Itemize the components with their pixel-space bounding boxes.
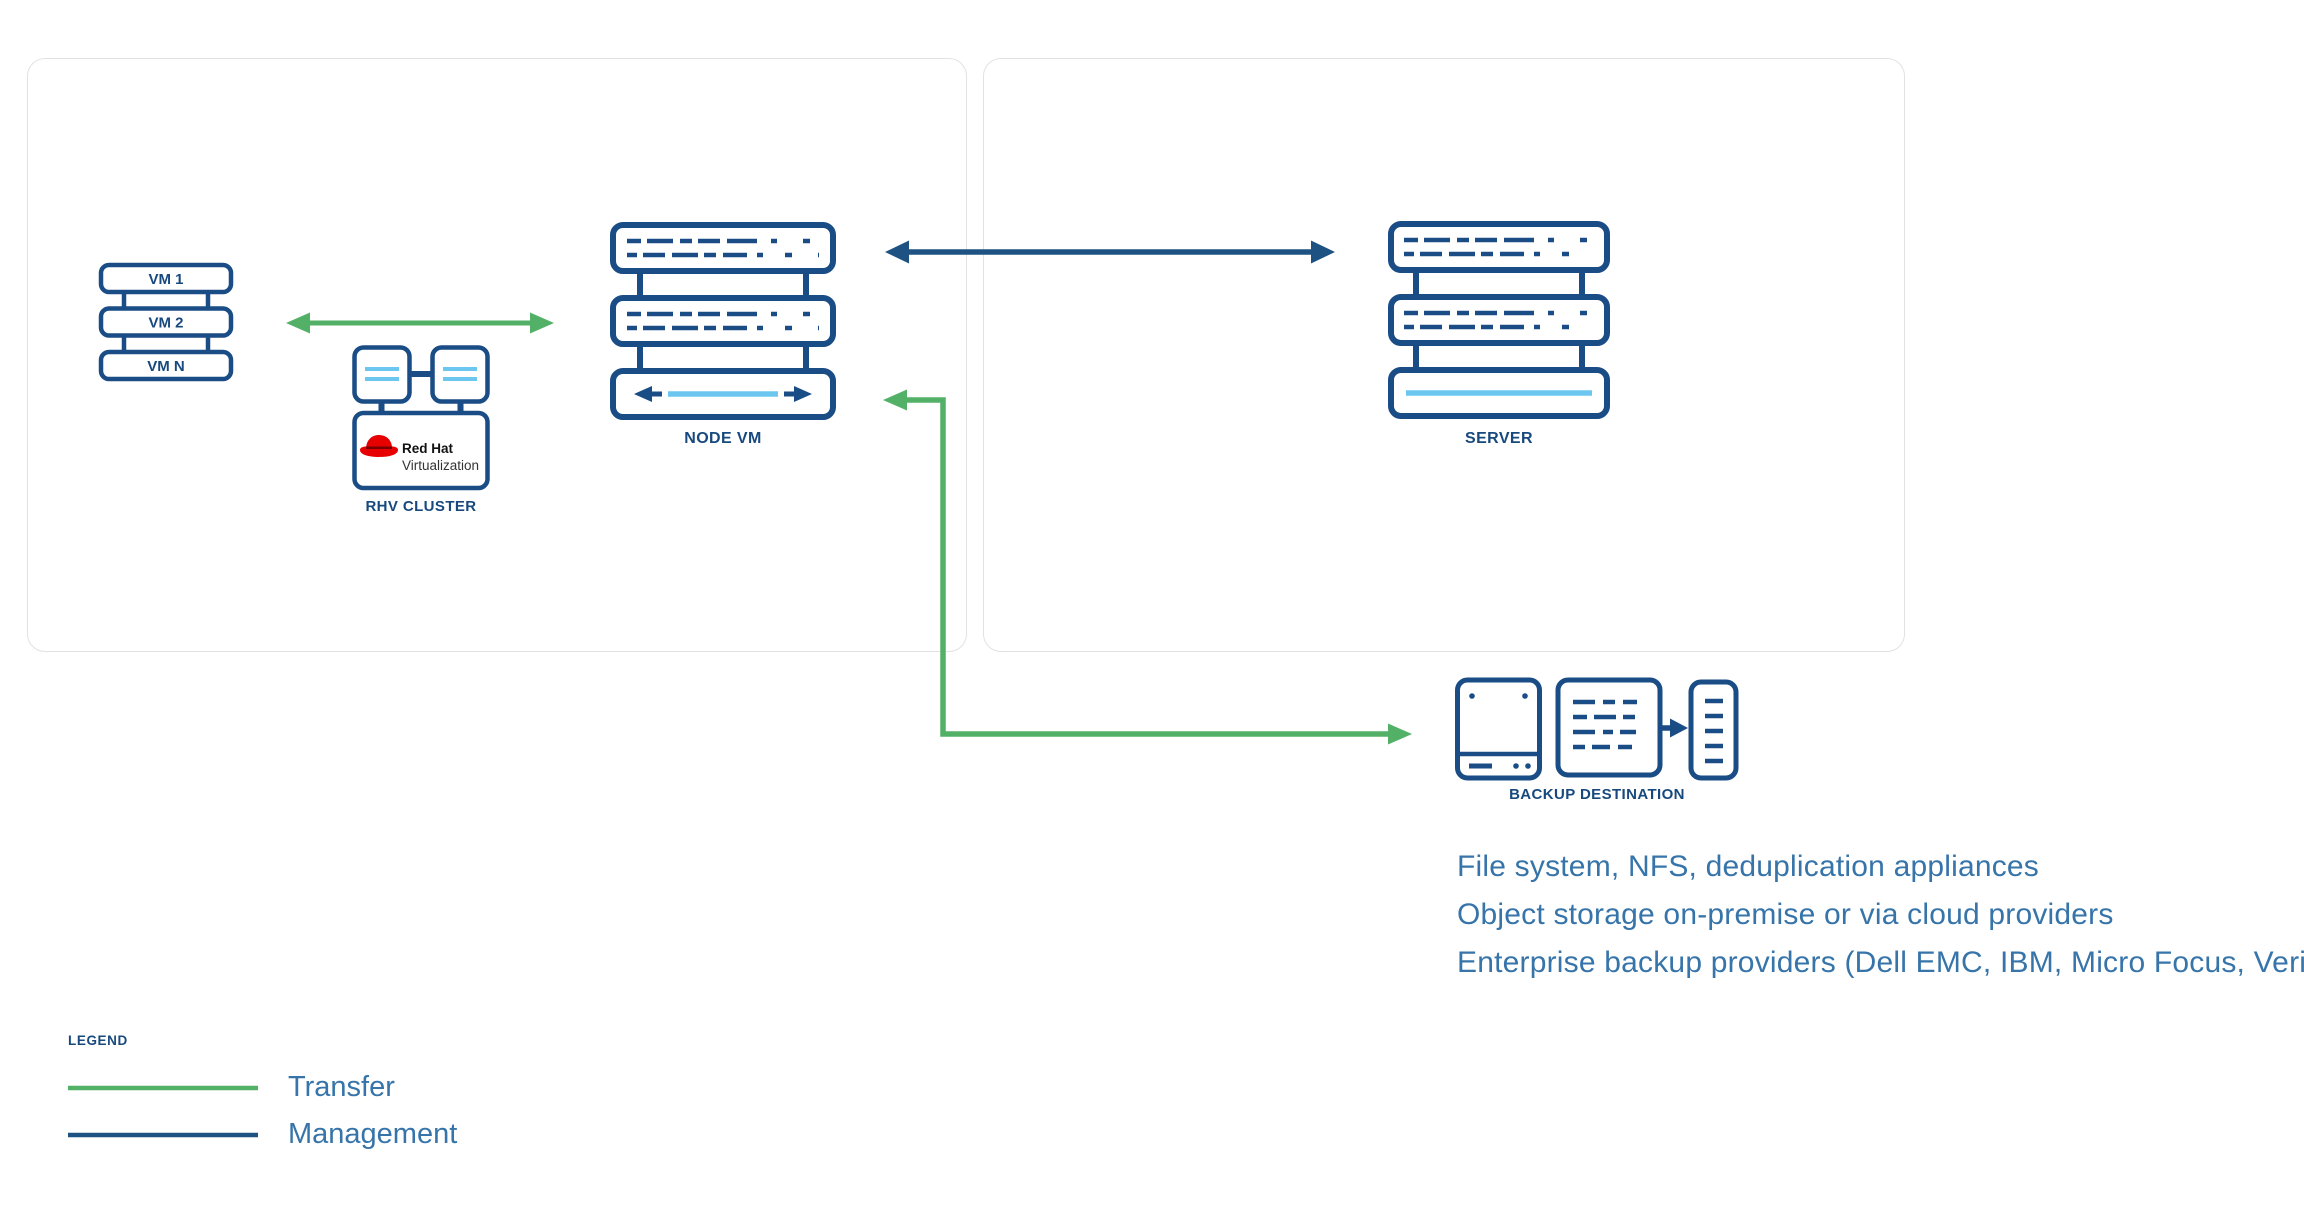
export-arrow-icon bbox=[1660, 718, 1688, 738]
vmn-label: VM N bbox=[147, 358, 185, 375]
vm2-label: VM 2 bbox=[148, 315, 183, 332]
server-icon bbox=[1388, 221, 1610, 419]
backup-note-2: Object storage on-premise or via cloud p… bbox=[1457, 898, 2114, 931]
storage-appliance-icon bbox=[1455, 677, 1542, 781]
backup-note-3: Enterprise backup providers (Dell EMC, I… bbox=[1457, 946, 2304, 979]
tape-library-icon bbox=[1688, 679, 1739, 781]
legend-transfer-swatch bbox=[68, 1085, 258, 1091]
server-label: SERVER bbox=[1465, 430, 1533, 447]
node-vm-label: NODE VM bbox=[684, 430, 762, 447]
rhv-cluster-label: RHV CLUSTER bbox=[365, 498, 477, 515]
transfer-arrow-vm-node bbox=[286, 312, 554, 334]
backup-destination-label: BACKUP DESTINATION bbox=[1509, 786, 1685, 803]
legend-management-label: Management bbox=[288, 1118, 458, 1150]
legend-title: LEGEND bbox=[68, 1033, 128, 1048]
legend-management-swatch bbox=[68, 1132, 258, 1138]
transfer-io-glyph bbox=[634, 386, 812, 402]
file-block-icon bbox=[1555, 677, 1663, 778]
management-arrow bbox=[885, 240, 1335, 264]
node-vm-icon bbox=[610, 222, 836, 420]
legend-transfer-label: Transfer bbox=[288, 1071, 395, 1103]
backup-destination-icons bbox=[1455, 677, 1739, 781]
management-environment-panel bbox=[983, 58, 1905, 652]
rhv-cluster-icon: Red Hat Virtualization bbox=[352, 345, 490, 491]
vm1-label: VM 1 bbox=[148, 271, 183, 288]
redhat-logo-line1: Red Hat bbox=[402, 441, 454, 456]
redhat-logo-line2: Virtualization bbox=[402, 458, 479, 473]
red-hat-logo-icon bbox=[360, 435, 398, 457]
source-environment-panel bbox=[27, 58, 967, 652]
vm-stack-icon: VM 1 VM 2 VM N bbox=[98, 262, 234, 382]
backup-note-1: File system, NFS, deduplication applianc… bbox=[1457, 850, 2040, 883]
transfer-arrow-backup bbox=[883, 389, 1412, 745]
